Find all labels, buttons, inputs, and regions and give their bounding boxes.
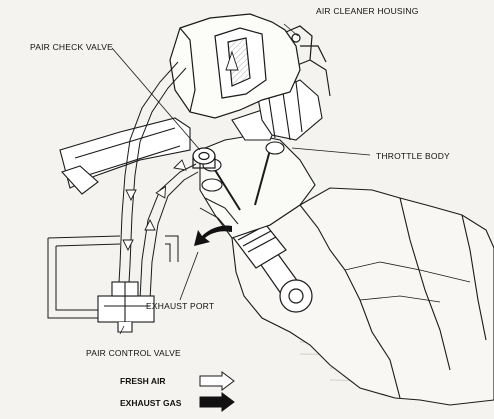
pair-check-valve bbox=[192, 147, 216, 169]
label-pair-control-valve: PAIR CONTROL VALVE bbox=[86, 348, 181, 358]
legend-fresh-air: FRESH AIR bbox=[120, 376, 166, 386]
pair-hoses bbox=[47, 61, 199, 319]
legend-exhaust-gas: EXHAUST GAS bbox=[120, 398, 182, 408]
leader-exhaust-port bbox=[179, 251, 199, 301]
label-exhaust-port: EXHAUST PORT bbox=[146, 301, 215, 311]
label-throttle-body: THROTTLE BODY bbox=[376, 151, 450, 161]
exhaust-port bbox=[199, 197, 239, 233]
exhaust-flow-arrow bbox=[194, 225, 232, 246]
engine-block bbox=[231, 187, 494, 406]
leader-pair-check-valve bbox=[111, 47, 201, 151]
legend-icons bbox=[199, 371, 235, 412]
label-pair-check-valve: PAIR CHECK VALVE bbox=[30, 42, 114, 52]
label-air-cleaner-housing: AIR CLEANER HOUSING bbox=[316, 6, 419, 16]
leader-lines bbox=[111, 23, 371, 335]
pair-control-valve bbox=[97, 281, 155, 333]
fresh-air-legend-arrow bbox=[199, 371, 235, 391]
intake-pipe bbox=[59, 117, 191, 195]
fresh-air-flow-arrows bbox=[122, 50, 239, 252]
exhaust-gas-legend-arrow bbox=[199, 392, 235, 412]
leader-pair-control-valve bbox=[119, 325, 125, 335]
leader-air-cleaner bbox=[283, 23, 299, 37]
leader-throttle-body bbox=[291, 147, 371, 156]
